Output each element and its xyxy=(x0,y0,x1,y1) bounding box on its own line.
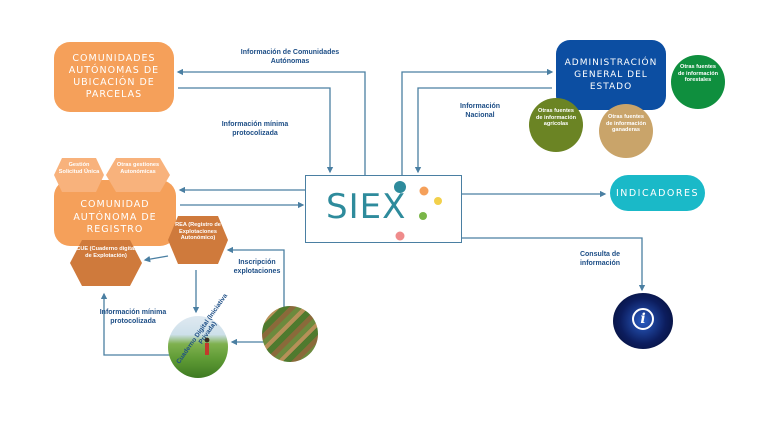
label-info-minima-bottom: Información mínima protocolizada xyxy=(98,308,168,326)
label-info-nacional: Información Nacional xyxy=(450,102,510,120)
label-info-comunidades: Información de Comunidades Autónomas xyxy=(230,48,350,66)
label-info-minima-top: Información mínima protocolizada xyxy=(200,120,310,138)
label-consulta: Consulta de información xyxy=(570,250,630,268)
label-inscripcion: Inscripción explotaciones xyxy=(222,258,292,276)
